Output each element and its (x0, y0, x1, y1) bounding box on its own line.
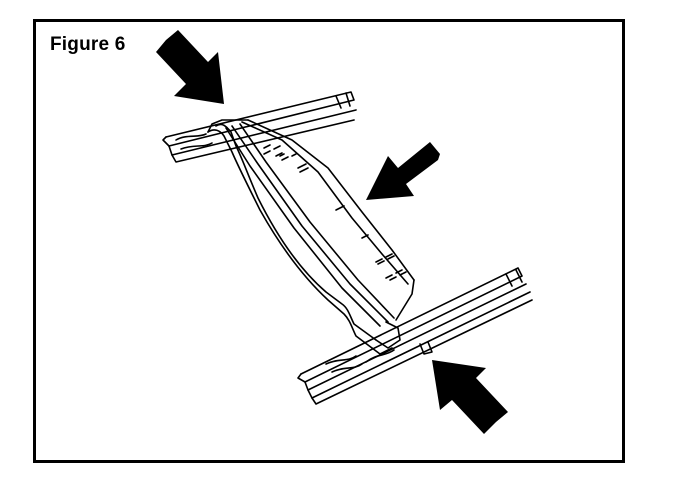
figure-title: Figure 6 (50, 34, 126, 55)
arrow-bottom-right-icon (432, 360, 508, 434)
cross-member-illustration (156, 30, 533, 434)
arrow-top-left-icon (156, 30, 224, 104)
cross-member (207, 119, 415, 355)
upper-rail (162, 91, 357, 163)
arrow-upper-right-icon (366, 142, 440, 200)
lower-rail (297, 267, 533, 405)
figure-frame: Figure 6 (33, 19, 625, 463)
